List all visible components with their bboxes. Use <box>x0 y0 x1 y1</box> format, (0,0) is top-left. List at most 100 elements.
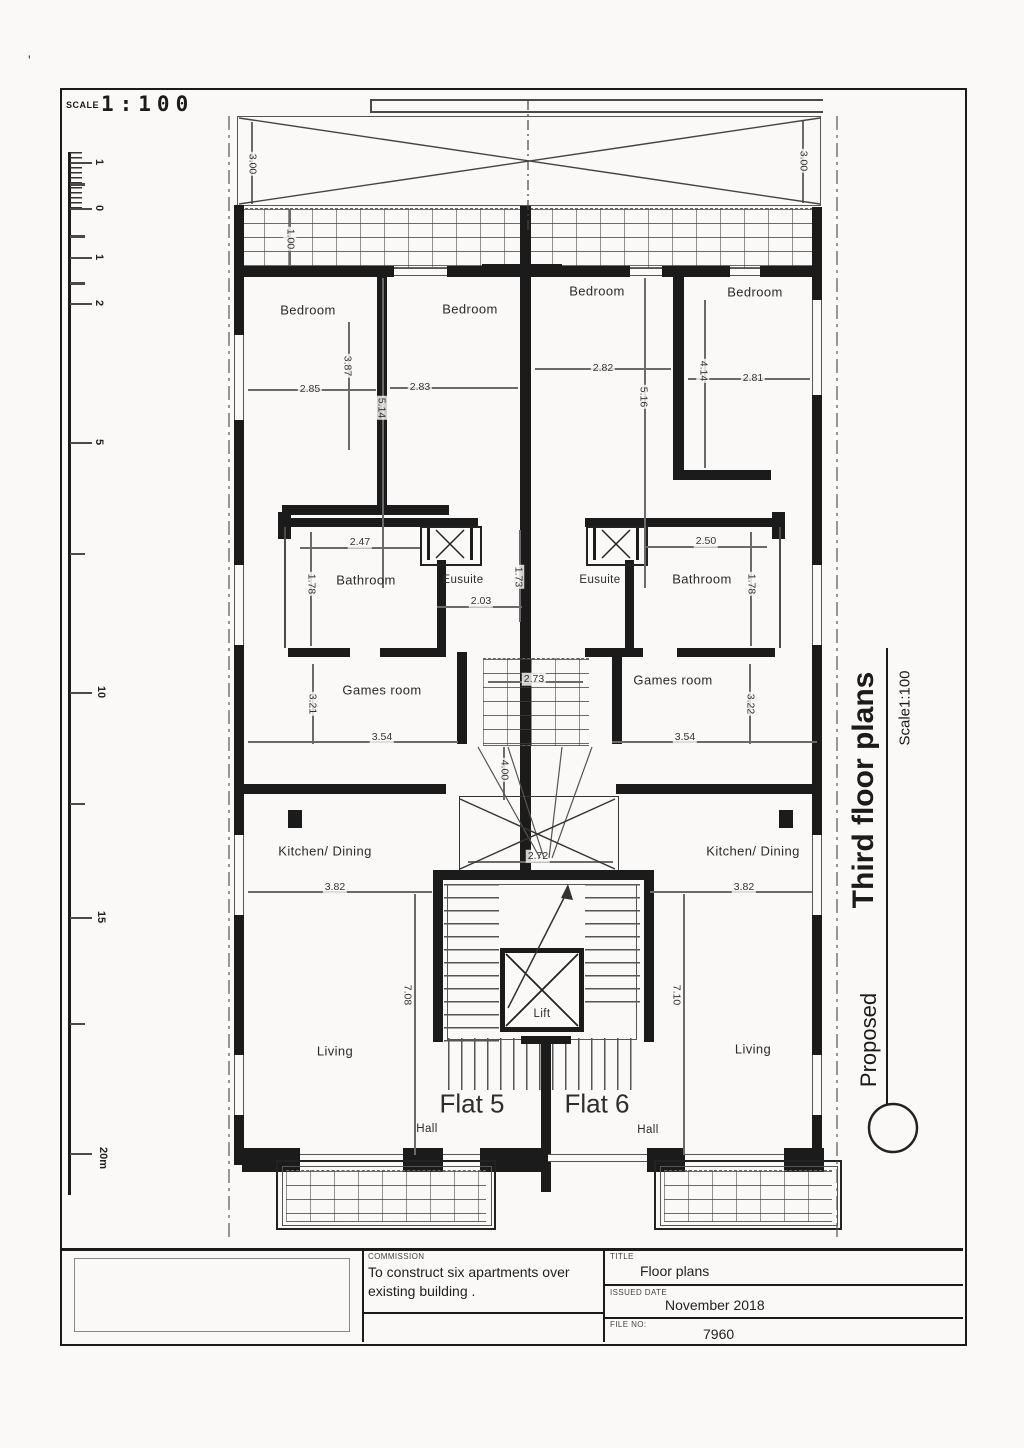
room-label-living: Living <box>316 1043 354 1059</box>
flat-5-label: Flat 5 <box>439 1088 505 1119</box>
stair-treads-left <box>444 884 499 1044</box>
dim-terrace-right: 3.00 <box>796 148 810 174</box>
dim-line <box>390 387 518 389</box>
wall-thin <box>779 527 781 648</box>
room-label-hall: Hall <box>416 1123 438 1135</box>
ruler-tick <box>70 235 85 238</box>
dim-lightwell-width: 2.72 <box>525 849 551 863</box>
dim-games-right-width: 3.54 <box>672 730 698 744</box>
scale-value: 1:100 <box>101 92 195 116</box>
wall <box>677 648 775 657</box>
titleblock-line <box>362 1248 364 1342</box>
ruler-tick <box>70 1153 92 1155</box>
wall <box>585 518 777 527</box>
window-right <box>812 300 822 395</box>
dim-games-left-width: 3.54 <box>369 730 395 744</box>
title-label: TITLE <box>610 1252 634 1261</box>
issued-date-label: ISSUED DATE <box>610 1288 668 1297</box>
parapet-line <box>370 111 823 113</box>
wall-thin <box>284 527 286 648</box>
file-no-value: 7960 <box>703 1326 735 1342</box>
void-outline <box>237 116 821 206</box>
flat-6-label: Flat 6 <box>564 1088 630 1119</box>
titleblock-line <box>603 1317 963 1319</box>
ruler-label: 1 <box>93 158 105 166</box>
window-top <box>394 268 447 276</box>
wall <box>288 648 350 657</box>
dim-stair-depth: 4.00 <box>497 757 511 783</box>
titleblock-line <box>60 1248 963 1251</box>
shaft-bar <box>593 528 596 560</box>
dim-bed2-width: 2.83 <box>407 380 433 394</box>
ruler-label: 1 <box>93 253 105 261</box>
exterior-wall-left <box>234 205 244 1165</box>
dim-living-left-depth: 7.08 <box>400 982 414 1008</box>
wall <box>612 652 622 744</box>
ruler-tick <box>70 1023 85 1025</box>
room-label-bedroom: Bedroom <box>442 301 498 317</box>
ruler-label: 0 <box>93 204 105 212</box>
shaft-bar <box>427 528 430 560</box>
titleblock-line <box>362 1312 603 1314</box>
dim-bed1-width: 2.85 <box>297 382 323 396</box>
wall <box>521 1036 571 1044</box>
drawing-title: Third floor plans <box>847 671 880 909</box>
balcony-left-inner <box>282 1166 492 1226</box>
ruler-tick <box>70 803 85 805</box>
core-wall-top <box>433 870 648 880</box>
dim-line <box>683 894 685 1155</box>
room-label-kitchen: Kitchen/ Dining <box>278 843 372 859</box>
wall <box>282 505 377 515</box>
dim-terrace-left: 3.00 <box>245 151 259 177</box>
ruler-tick <box>70 162 92 164</box>
dim-bed3-depth: 5.16 <box>636 384 650 410</box>
dim-line <box>612 741 817 743</box>
dim-terrace-depth: 1.00 <box>283 226 297 252</box>
wall <box>533 266 630 277</box>
window-left <box>234 565 244 645</box>
dim-ensuite-left-width: 2.03 <box>468 594 494 608</box>
dim-line <box>248 741 458 743</box>
dim-bed1-depth: 3.87 <box>340 353 354 379</box>
drawing-status: Proposed <box>856 992 881 1088</box>
stair-treads-right <box>585 884 640 1012</box>
room-label-living: Living <box>734 1041 772 1057</box>
window-bottom <box>548 1154 647 1162</box>
room-label-kitchen: Kitchen/ Dining <box>706 843 800 859</box>
window-right <box>812 835 822 915</box>
dim-bath-left-width: 2.47 <box>347 535 373 549</box>
wall-bed3-bed4 <box>673 272 684 480</box>
wall-bath-ensuite <box>625 560 634 657</box>
wall <box>234 784 446 794</box>
sheet-border <box>60 88 967 1346</box>
ruler-label: 15 <box>95 910 107 924</box>
dim-kitchen-left-width: 3.82 <box>322 880 348 894</box>
stairwell-tiled-area <box>483 658 589 746</box>
wall-pier <box>779 810 793 828</box>
room-label-bathroom: Bathroom <box>336 572 396 588</box>
titleblock-line <box>603 1248 605 1342</box>
wall <box>234 266 394 277</box>
party-wall-lower <box>541 1040 551 1192</box>
dim-line <box>704 300 706 468</box>
party-wall-arm <box>482 264 562 277</box>
titleblock-line <box>603 1284 963 1286</box>
dim-bed4-depth: 4.14 <box>696 358 710 384</box>
balcony-right <box>654 1160 842 1230</box>
annotation-underline <box>886 648 888 1104</box>
window-top <box>730 268 760 276</box>
dim-bath-right-depth: 1.78 <box>744 571 758 597</box>
window-left <box>234 1055 244 1115</box>
balcony-left <box>276 1160 496 1230</box>
ruler-label: 5 <box>93 438 105 446</box>
room-label-hall: Hall <box>637 1124 659 1136</box>
dim-living-right-depth: 7.10 <box>669 982 683 1008</box>
wall-bath-ensuite <box>437 560 446 657</box>
ruler-tick <box>70 303 92 305</box>
ruler-fine-ticks <box>70 152 82 210</box>
window-right <box>812 565 822 645</box>
wall-pier <box>288 810 302 828</box>
dim-games-left-depth: 3.21 <box>305 691 319 717</box>
dim-stairwell-width: 2.73 <box>521 672 547 686</box>
